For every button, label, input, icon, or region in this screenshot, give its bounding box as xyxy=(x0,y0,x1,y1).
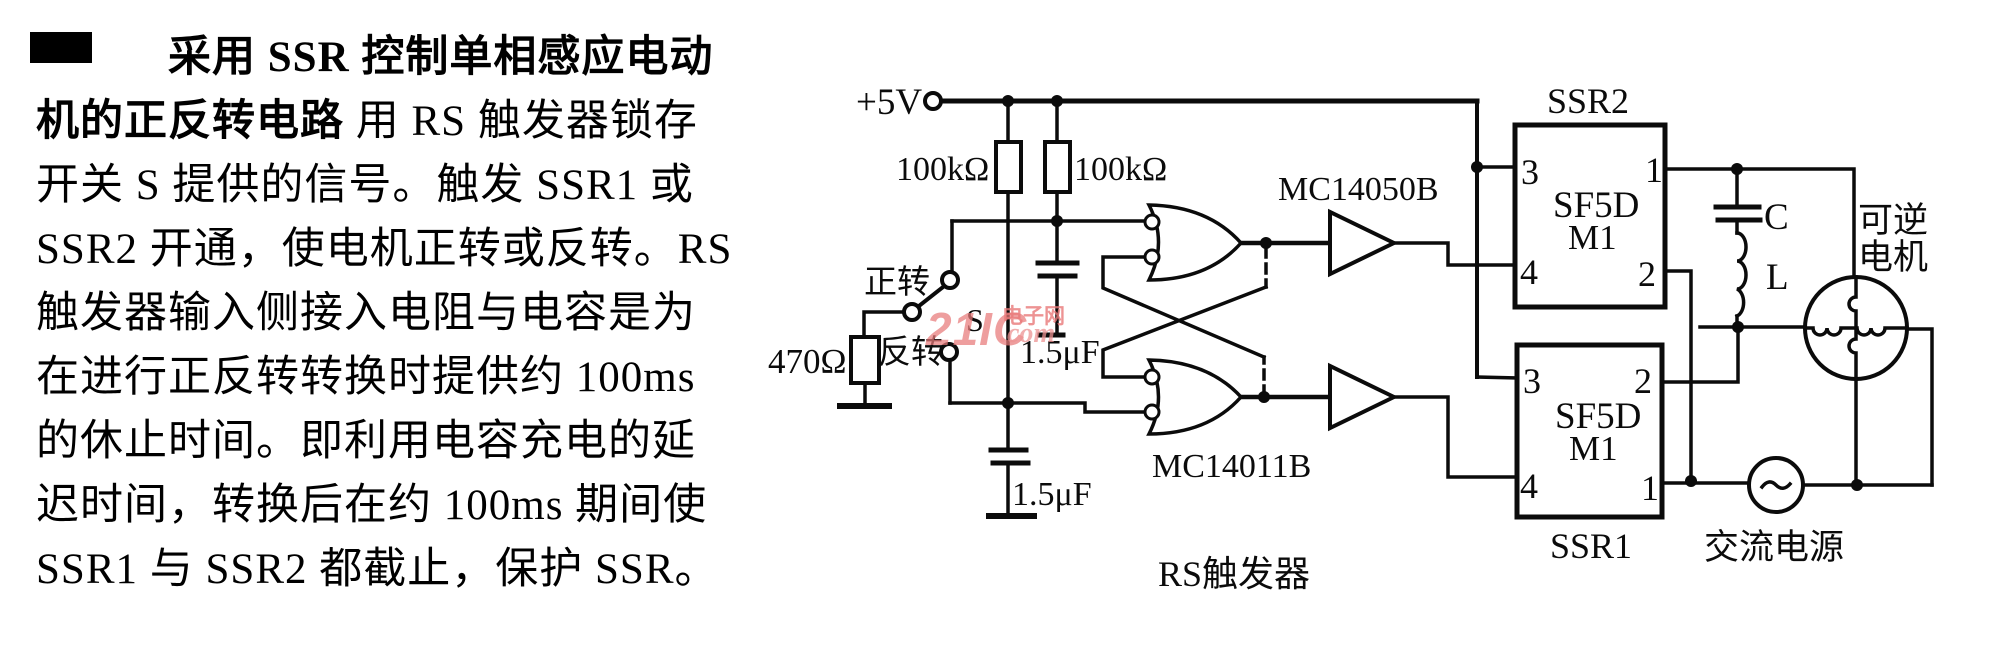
ssr2-part1: SF5D xyxy=(1553,185,1639,226)
ssr1-pin4: 4 xyxy=(1520,466,1538,506)
article-line: 开关 S 提供的信号。触发 SSR1 或 xyxy=(36,162,694,209)
article-text: 采用 SSR 控制单相感应电动 机的正反转电路 用 RS 触发器锁存 开关 S … xyxy=(36,26,733,602)
article-title-part: 采用 SSR 控制单相感应电动 xyxy=(168,34,714,81)
motor-symbol xyxy=(1803,275,1909,381)
rs-flipflop-gates xyxy=(1143,203,1244,436)
ssr1-box xyxy=(1514,342,1665,520)
switch-pole xyxy=(902,302,922,322)
article-line: 采用 SSR 控制单相感应电动 xyxy=(36,26,726,90)
switch-name-label: S xyxy=(966,302,984,338)
junction-dots xyxy=(1002,95,1863,491)
series-resistor-470 xyxy=(849,335,881,385)
cap2-label: 1.5μF xyxy=(1012,476,1092,513)
nand-gate-2 xyxy=(1146,358,1244,436)
caption-label: RS触发器 xyxy=(1158,554,1310,594)
pullup-resistor-2-label: 100kΩ xyxy=(1074,151,1167,188)
motor-label-line1: 可逆 xyxy=(1858,201,1928,240)
nand-gate-1 xyxy=(1146,203,1244,282)
ssr2-pin3: 3 xyxy=(1521,152,1539,192)
phase-cap-label: C xyxy=(1764,197,1789,238)
scan-artifact-mark xyxy=(30,32,92,63)
ssr2-part2: M1 xyxy=(1568,218,1617,257)
article-line: SSR2 开通，使电机正转或反转。RS xyxy=(36,226,733,273)
ssr1-name: SSR1 xyxy=(1550,526,1632,566)
gate-ic-label: MC14011B xyxy=(1152,448,1311,485)
ssr2-pin1: 1 xyxy=(1645,150,1663,190)
article-line: 机的正反转电路 用 RS 触发器锁存 xyxy=(36,98,698,145)
ac-source-label: 交流电源 xyxy=(1704,528,1844,567)
supply-label: +5V xyxy=(856,82,922,123)
buffer-2 xyxy=(1328,362,1399,432)
article-line: SSR1 与 SSR2 都截止，保护 SSR。 xyxy=(36,546,719,593)
switch-reverse-label: 反转 xyxy=(878,334,944,371)
inductor-coil xyxy=(1734,231,1748,319)
pullup-resistor-1 xyxy=(994,140,1023,194)
ssr2-name: SSR2 xyxy=(1547,81,1629,121)
pullup-resistor-1-label: 100kΩ xyxy=(896,151,989,188)
ac-source-symbol xyxy=(1747,456,1805,514)
ssr1-part1: SF5D xyxy=(1555,396,1641,437)
cap1-label: 1.5μF xyxy=(1020,334,1100,371)
article-title-part: 机的正反转电路 xyxy=(36,98,344,145)
article-line: 的休止时间。即利用电容充电的延 xyxy=(36,418,696,465)
article-line: 触发器输入侧接入电阻与电容是为 xyxy=(36,290,696,337)
motor-label-line2: 电机 xyxy=(1858,238,1928,277)
ssr1-pin3: 3 xyxy=(1523,361,1541,401)
pullup-resistor-2 xyxy=(1043,140,1072,194)
ssr2-pin4: 4 xyxy=(1520,252,1538,292)
buffer-ic-label: MC14050B xyxy=(1278,171,1439,208)
article-line: 在进行正反转转换时提供约 100ms xyxy=(36,354,696,401)
ssr2-box xyxy=(1512,122,1668,310)
ssr1-pin2: 2 xyxy=(1634,361,1652,401)
article-line: 迟时间，转换后在约 100ms 期间使 xyxy=(36,482,708,529)
inductor-label: L xyxy=(1766,257,1789,298)
ssr1-pin1: 1 xyxy=(1641,468,1659,508)
ssr1-part2: M1 xyxy=(1569,429,1618,468)
ssr2-pin2: 2 xyxy=(1638,254,1656,294)
series-resistor-label: 470Ω xyxy=(768,342,847,381)
supply-terminal xyxy=(923,91,943,111)
switch-contact-forward xyxy=(940,270,960,290)
buffer-1 xyxy=(1328,208,1399,278)
switch-forward-label: 正转 xyxy=(864,264,930,301)
switch-contact-reverse xyxy=(939,342,959,362)
